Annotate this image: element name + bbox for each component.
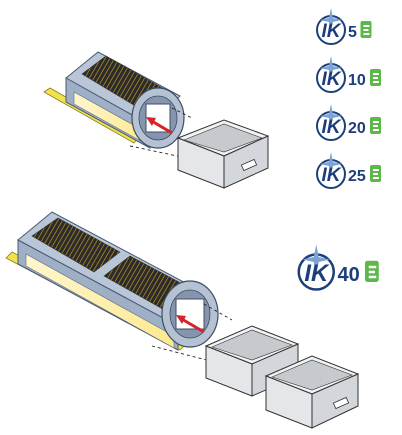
model-badge: IK 20 [316, 104, 381, 141]
energy-e-icon [370, 69, 381, 86]
model-badge: IK 25 [316, 152, 381, 189]
energy-e-icon [370, 165, 381, 182]
spark-icon [302, 244, 330, 275]
brand-label: IK [322, 117, 342, 138]
energy-e-icon [365, 260, 379, 282]
model-badge: IK 40 [297, 244, 379, 291]
spark-icon [320, 152, 342, 176]
top-insert-arrow [146, 117, 173, 135]
bottom-unit [5, 211, 360, 429]
energy-e-icon [360, 21, 372, 38]
model-number: 5 [348, 24, 357, 41]
top-collection-box [176, 119, 270, 189]
model-number: 25 [348, 168, 366, 185]
spark-icon [320, 8, 342, 32]
model-number: 10 [348, 72, 366, 89]
model-badge: IK 10 [316, 56, 381, 93]
brand-label: IK [304, 260, 330, 287]
top-unit [43, 51, 270, 189]
bottom-collection-box-1 [204, 325, 300, 397]
model-number: 20 [348, 120, 366, 137]
spark-icon [320, 104, 342, 128]
spark-icon [320, 56, 342, 80]
model-badge: IK 5 [316, 8, 372, 45]
brand-label: IK [322, 69, 342, 90]
bottom-grate-1 [31, 217, 121, 273]
brand-label: IK [322, 21, 342, 42]
model-number: 40 [338, 264, 360, 286]
bottom-window [25, 253, 175, 349]
bottom-insert-arrow [176, 315, 205, 334]
energy-e-icon [370, 117, 381, 134]
bottom-inner-frame [175, 298, 205, 330]
bottom-collection-box-2 [264, 355, 360, 429]
brand-label: IK [322, 165, 342, 186]
